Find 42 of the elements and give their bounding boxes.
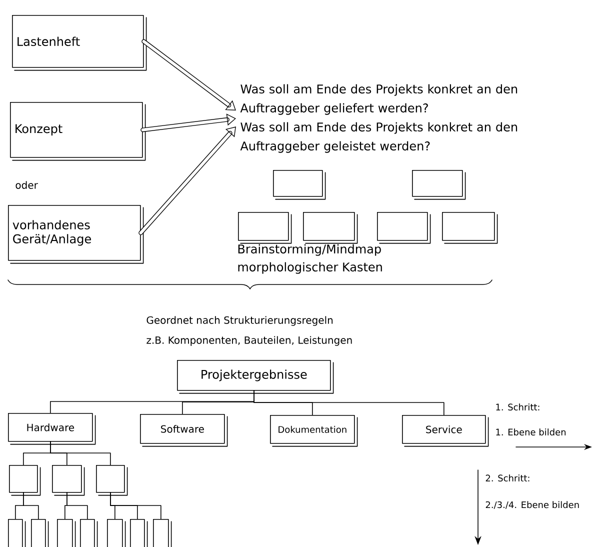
text-box: Hardware	[8, 413, 96, 445]
empty-box	[57, 519, 76, 547]
note-text: z.B. Komponenten, Bauteilen, Leistungen	[146, 336, 352, 346]
text-box: Lastenheft	[12, 15, 147, 71]
text-box: Dokumentation	[270, 415, 358, 447]
question-text: Was soll am Ende des Projekts konkret an den Auftraggeber geliefert werden? Was soll am Ende des Projekts konkret an den Auftraggeber geleistet werden?	[240, 84, 518, 153]
text-box: Konzept	[10, 102, 146, 161]
empty-box	[96, 465, 128, 496]
text-box: Service	[402, 415, 489, 447]
empty-box	[8, 519, 26, 547]
empty-box	[153, 519, 172, 547]
note-text: 2./3./4. Ebene bilden	[486, 501, 579, 509]
empty-box	[107, 519, 126, 547]
empty-box	[9, 465, 41, 496]
text-box: Software	[140, 414, 228, 447]
empty-box	[303, 212, 358, 244]
empty-box	[52, 465, 85, 496]
empty-box	[442, 212, 498, 244]
empty-box	[80, 519, 98, 547]
note-text: Brainstorming/Mindmap	[238, 244, 381, 256]
tree-connector	[66, 492, 88, 520]
note-text: oder	[16, 181, 38, 189]
tree-connector	[254, 390, 444, 416]
note-text: 1. Schritt:	[496, 404, 540, 410]
hollow-arrow	[142, 39, 236, 110]
empty-box	[377, 212, 431, 244]
tree-connector	[23, 492, 39, 520]
empty-box	[273, 170, 326, 200]
empty-box	[31, 519, 49, 547]
note-text: 1. Ebene bilden	[496, 428, 566, 436]
note-text: 2. Schritt:	[486, 474, 530, 482]
text-box: vorhandenes Gerät/Anlage	[8, 205, 144, 264]
empty-box	[130, 519, 148, 547]
hollow-arrow	[140, 114, 236, 132]
note-text: Geordnet nach Strukturierungsregeln	[146, 316, 333, 326]
tree-connector	[50, 441, 111, 466]
empty-box	[412, 170, 466, 200]
note-text: morphologischer Kasten	[238, 262, 382, 274]
tree-connector	[110, 492, 162, 520]
hollow-arrow	[138, 126, 236, 236]
empty-box	[238, 212, 292, 244]
text-box: Projektergebnisse	[177, 360, 334, 394]
